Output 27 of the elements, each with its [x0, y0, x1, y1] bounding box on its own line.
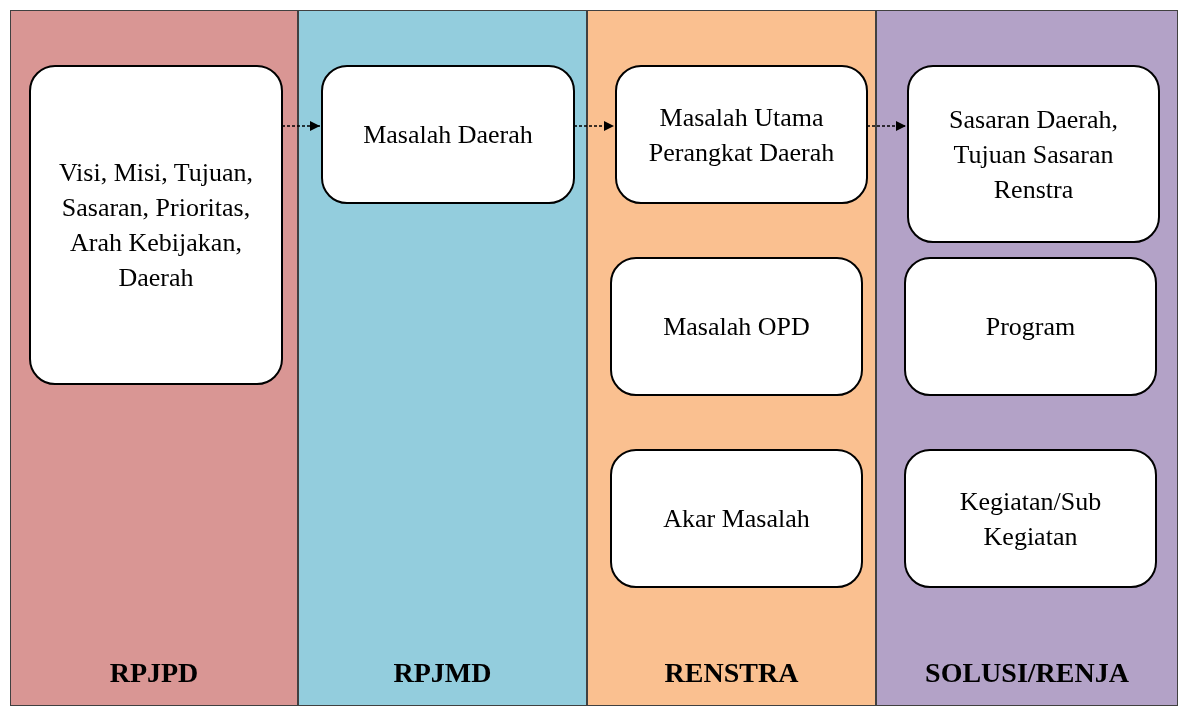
rounded-box	[615, 65, 868, 204]
box-text: Program	[984, 311, 1077, 343]
box-text: Masalah Utama Perangkat Daerah	[647, 101, 836, 169]
box-text: Visi, Misi, Tujuan, Sasaran, Prioritas, Arah Kebijakan, Daerah	[57, 157, 255, 294]
column-heading: RPJMD	[393, 657, 492, 689]
rounded-box	[904, 257, 1157, 396]
rounded-box	[610, 257, 863, 396]
rounded-box	[321, 65, 575, 204]
swimlane-column	[10, 10, 298, 706]
dashed-arrow	[866, 121, 907, 131]
box-text: Masalah Daerah	[362, 119, 534, 151]
dashed-arrow	[573, 121, 615, 131]
column-heading: RENSTRA	[664, 657, 799, 689]
rounded-box	[904, 449, 1157, 588]
swimlane-column	[298, 10, 587, 706]
rounded-box	[610, 449, 863, 588]
swimlane-column	[587, 10, 876, 706]
column-heading: RPJPD	[109, 657, 199, 689]
dashed-arrow	[281, 121, 321, 131]
box-text: Akar Masalah	[662, 503, 811, 535]
swimlane-column	[876, 10, 1178, 706]
box-text: Kegiatan/Sub Kegiatan	[958, 485, 1103, 553]
box-text: Masalah OPD	[662, 311, 811, 343]
rounded-box	[29, 65, 283, 385]
box-text: Sasaran Daerah, Tujuan Sasaran Renstra	[948, 103, 1119, 206]
rounded-box	[907, 65, 1160, 243]
column-heading: SOLUSI/RENJA	[925, 657, 1129, 689]
